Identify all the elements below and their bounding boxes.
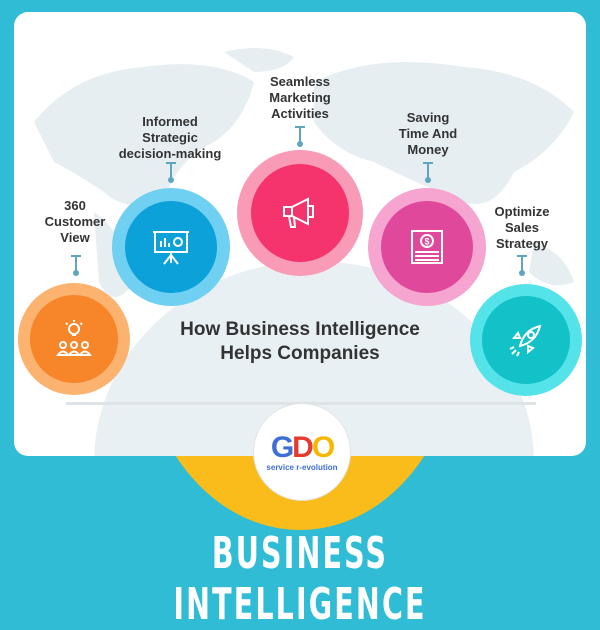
logo-letter-g: G: [270, 430, 294, 464]
banner-title: BUSINESS INTELLIGENCE: [173, 528, 427, 630]
label-line: Optimize: [494, 204, 550, 219]
item-circle-sales: [470, 284, 582, 396]
connector-pin: [71, 255, 81, 276]
connector-pin: [517, 255, 527, 276]
connector-pin: [295, 126, 305, 147]
item-label-saving: Saving Time And Money: [368, 110, 488, 158]
logo-letter-d: D: [292, 430, 314, 464]
gdo-logo: GDO service r-evolution: [253, 403, 351, 501]
item-label-decision-making: Informed Strategic decision-making: [110, 114, 230, 162]
center-title: How Business Intelligence Helps Companie…: [140, 318, 460, 366]
item-circle-customer-view: [18, 283, 130, 395]
label-line: Seamless: [270, 74, 330, 89]
item-circle-marketing: [237, 150, 363, 276]
label-line: Sales: [505, 220, 539, 235]
label-line: Money: [407, 142, 449, 157]
label-line: 360: [64, 198, 86, 213]
label-line: Customer: [44, 214, 106, 229]
svg-text:$: $: [424, 237, 429, 247]
item-circle-saving: $: [368, 188, 486, 306]
item-label-marketing: Seamless Marketing Activities: [240, 74, 360, 122]
rocket-icon: [509, 324, 542, 357]
logo-tagline: service r-evolution: [266, 462, 338, 472]
label-line: Activities: [271, 106, 329, 121]
lightbulb-team-icon: [56, 319, 92, 356]
presentation-board-icon: [153, 231, 189, 265]
label-line: View: [60, 230, 90, 245]
label-line: Time And: [398, 126, 458, 141]
label-line: Strategy: [495, 236, 549, 251]
label-line: Marketing: [269, 90, 331, 105]
connector-pin: [423, 162, 433, 183]
logo-letter-o: O: [311, 430, 335, 464]
megaphone-icon: [282, 197, 314, 228]
money-bill-icon: $: [411, 230, 443, 264]
label-line: Saving: [406, 110, 450, 125]
center-title-line: Helps Companies: [220, 343, 380, 364]
label-line: Informed: [142, 114, 198, 129]
item-label-sales: Optimize Sales Strategy: [462, 204, 582, 252]
label-line: Strategic: [142, 130, 198, 145]
logo-letters: GDO: [270, 430, 335, 464]
center-title-line: How Business Intelligence: [180, 319, 420, 340]
item-circle-decision-making: [112, 188, 230, 306]
item-label-customer-view: 360 Customer View: [20, 198, 130, 246]
connector-pin: [166, 162, 176, 183]
label-line: decision-making: [118, 146, 222, 161]
